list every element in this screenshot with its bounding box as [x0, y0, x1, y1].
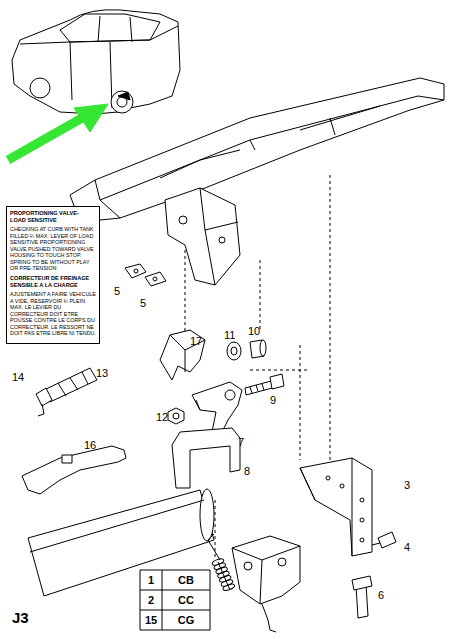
table-cell: CB: [178, 575, 194, 586]
figure-id: J3: [12, 610, 29, 625]
sticker-heading: PROPORTIONING VALVE- LOAD SENSITIVE: [10, 210, 96, 223]
callout-number: 8: [244, 466, 250, 477]
callout-number: 10: [248, 326, 260, 337]
callout-number: 5: [140, 298, 146, 309]
callout-number: 14: [12, 372, 24, 383]
callout-number: 17: [190, 336, 202, 347]
callout-number: 12: [156, 412, 168, 423]
callout-number: 5: [114, 286, 120, 297]
callout-number: 11: [224, 330, 235, 341]
table-cell: 15: [145, 615, 157, 626]
sticker-text: AJUSTEMENT A FAIRE VEHICULE A VIDE, RESE…: [10, 291, 96, 336]
callout-number: 4: [404, 542, 410, 553]
callout-number: 9: [270, 395, 276, 406]
callout-number: 3: [404, 480, 410, 491]
table-cell: 2: [148, 595, 154, 606]
table-cell: CG: [178, 615, 195, 626]
callout-number: 7: [238, 437, 244, 448]
callout-number: 6: [378, 590, 384, 601]
sticker-text: CHECKING AT CURB WITH TANK FILLED ¼ MAX.…: [10, 226, 96, 271]
callout-number: 16: [84, 440, 96, 451]
table-cell: 1: [148, 575, 154, 586]
label-sticker: PROPORTIONING VALVE- LOAD SENSITIVE CHECK…: [6, 206, 100, 344]
sticker-heading: CORRECTEUR DE FREINAGE SENSIBLE A LA CHA…: [10, 275, 96, 288]
table-cell: CC: [178, 595, 194, 606]
callout-number: 13: [96, 368, 108, 379]
